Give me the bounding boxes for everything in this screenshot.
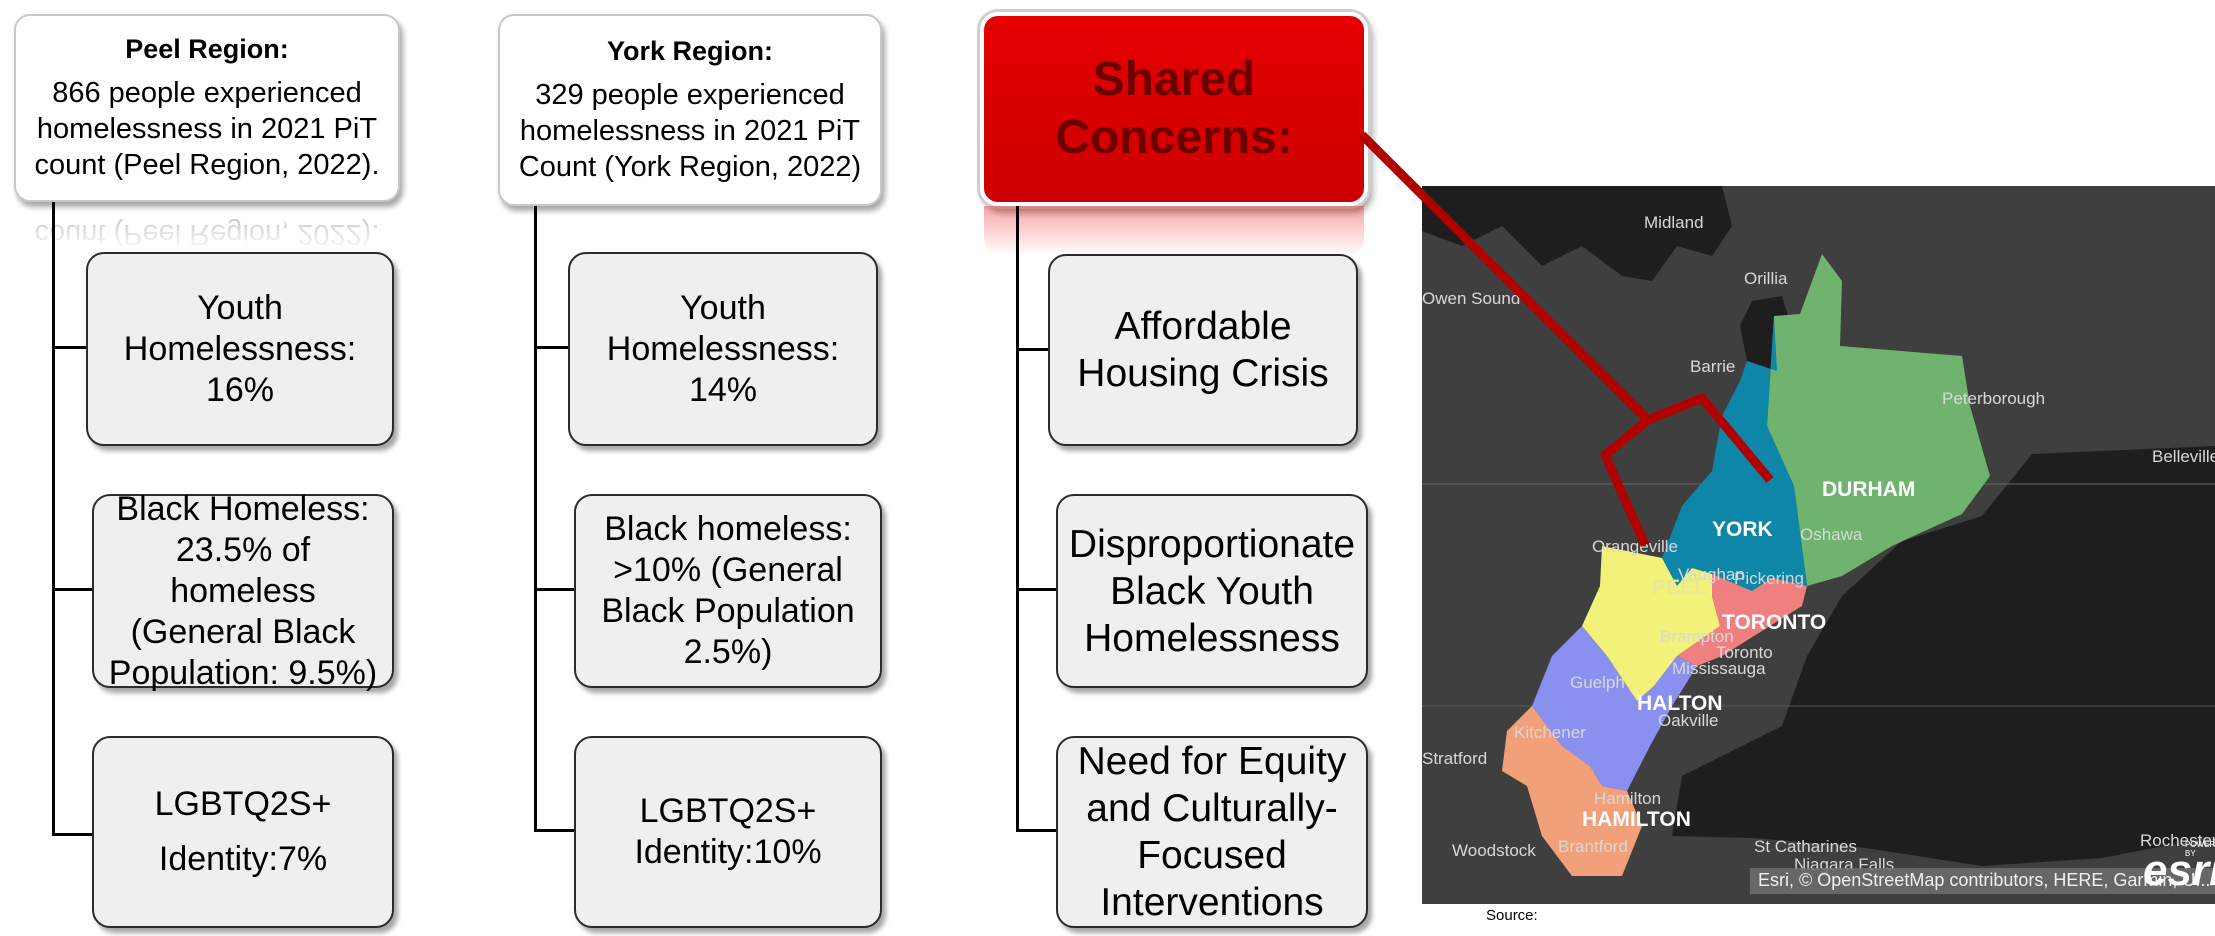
york-black-box: Black homeless: >10% (General Black Popu… [574, 494, 882, 688]
peel-connector-3 [52, 833, 92, 836]
peel-connector-1 [52, 346, 86, 349]
shared-connector-2 [1016, 588, 1056, 591]
york-summary-line3: Count (York Region, 2022) [518, 150, 862, 183]
shared-connector-1 [1016, 348, 1050, 351]
map-place-hamilton: Hamilton [1594, 789, 1661, 808]
york-lgbt-box: LGBTQ2S+ Identity:10% [574, 736, 882, 928]
esri-logo: esri [2143, 846, 2215, 895]
map-place-woodstock: Woodstock [1452, 841, 1536, 860]
map-region-hamilton: HAMILTON [1582, 808, 1691, 831]
map-place-brampton: Brampton [1660, 627, 1734, 646]
shared-connector-vertical [1016, 206, 1019, 832]
peel-connector-2 [52, 588, 92, 591]
map-place-pickering: Pickering [1734, 569, 1804, 588]
map-attribution: Esri, © OpenStreetMap contributors, HERE… [1750, 868, 2215, 894]
york-header-card: York Region: 329 people experienced home… [498, 14, 882, 206]
map-place-kitchener: Kitchener [1514, 723, 1586, 742]
york-connector-2 [534, 588, 574, 591]
georgian-bay-water [1422, 186, 1732, 281]
connector-branch-to-york [1646, 393, 1774, 483]
york-region-shape [1662, 316, 1807, 591]
lake-ontario-water [1672, 446, 2215, 866]
york-connector-3 [534, 829, 574, 832]
york-connector-vertical [534, 206, 537, 832]
shared-header-reflection [984, 206, 1364, 256]
map-place-mississauga: Mississauga [1672, 659, 1766, 678]
peel-youth-box: Youth Homelessness: 16% [86, 252, 394, 446]
esri-powered-label: POWERED BY [2185, 840, 2215, 858]
map-place-orangeville: Orangeville [1592, 537, 1678, 556]
map-region-halton: HALTON [1637, 692, 1723, 715]
peel-summary-line1: 866 people experienced [52, 76, 362, 109]
map-place-oakville: Oakville [1658, 711, 1718, 730]
map-place-rochester: Rochester [2140, 831, 2215, 850]
source-label: Source: [1486, 907, 1538, 924]
shared-concerns-header: Shared Concerns: [980, 12, 1368, 206]
shared-connector-3 [1016, 829, 1056, 832]
map-place-st-catharines: St Catharines [1754, 837, 1857, 856]
durham-region-shape [1767, 254, 1990, 586]
map-place-barrie: Barrie [1690, 357, 1735, 376]
concern-equity-interventions: Need for Equity and Culturally- Focused … [1056, 736, 1368, 928]
concern-affordable-housing: Affordable Housing Crisis [1048, 254, 1358, 446]
map-place-midland: Midland [1644, 213, 1704, 232]
map-region-york: YORK [1712, 518, 1773, 541]
toronto-region-shape [1677, 574, 1807, 666]
peel-summary-line3: count (Peel Region, 2022). [34, 148, 380, 181]
map-place-stratford: Stratford [1422, 749, 1487, 768]
halton-region-shape [1532, 626, 1697, 791]
peel-summary-line2: homelessness in 2021 PiT [36, 112, 378, 145]
map-place-orillia: Orillia [1744, 269, 1788, 288]
region-map: DURHAM YORK PEEL TORONTO HALTON HAMILTON… [1422, 186, 2215, 904]
peel-header-card: Peel Region: 866 people experienced home… [14, 14, 400, 202]
concern-black-youth: Disproportionate Black Youth Homelessnes… [1056, 494, 1368, 688]
peel-region-shape [1582, 546, 1720, 701]
map-place-oshawa: Oshawa [1800, 525, 1863, 544]
york-connector-1 [534, 346, 568, 349]
map-place-belleville: Belleville [2152, 447, 2215, 466]
peel-title: Peel Region: [125, 33, 289, 64]
york-youth-box: Youth Homelessness: 14% [568, 252, 878, 446]
map-place-guelph: Guelph [1570, 673, 1625, 692]
map-place-toronto: Toronto [1716, 643, 1773, 662]
york-title: York Region: [606, 35, 773, 66]
map-place-brantford: Brantford [1558, 837, 1628, 856]
peel-black-box: Black Homeless: 23.5% of homeless (Gener… [92, 490, 394, 692]
hamilton-region-shape [1502, 706, 1642, 876]
york-summary-line1: 329 people experienced [535, 78, 845, 111]
map-place-owen-sound: Owen Sound [1422, 289, 1520, 308]
york-summary-line2: homelessness in 2021 PiT [519, 114, 861, 147]
map-region-peel: PEEL [1652, 576, 1707, 599]
map-region-durham: DURHAM [1822, 478, 1915, 501]
peel-lgbt-box: LGBTQ2S+ Identity:7% [92, 736, 394, 928]
connector-main-to-peel [1358, 131, 1653, 547]
map-place-peterborough: Peterborough [1942, 389, 2045, 408]
peel-connector-vertical [52, 202, 55, 836]
map-place-vaughan: Vaughan [1678, 565, 1745, 584]
map-region-toronto: TORONTO [1722, 611, 1826, 634]
region-map-svg: DURHAM YORK PEEL TORONTO HALTON HAMILTON… [1422, 186, 2215, 904]
